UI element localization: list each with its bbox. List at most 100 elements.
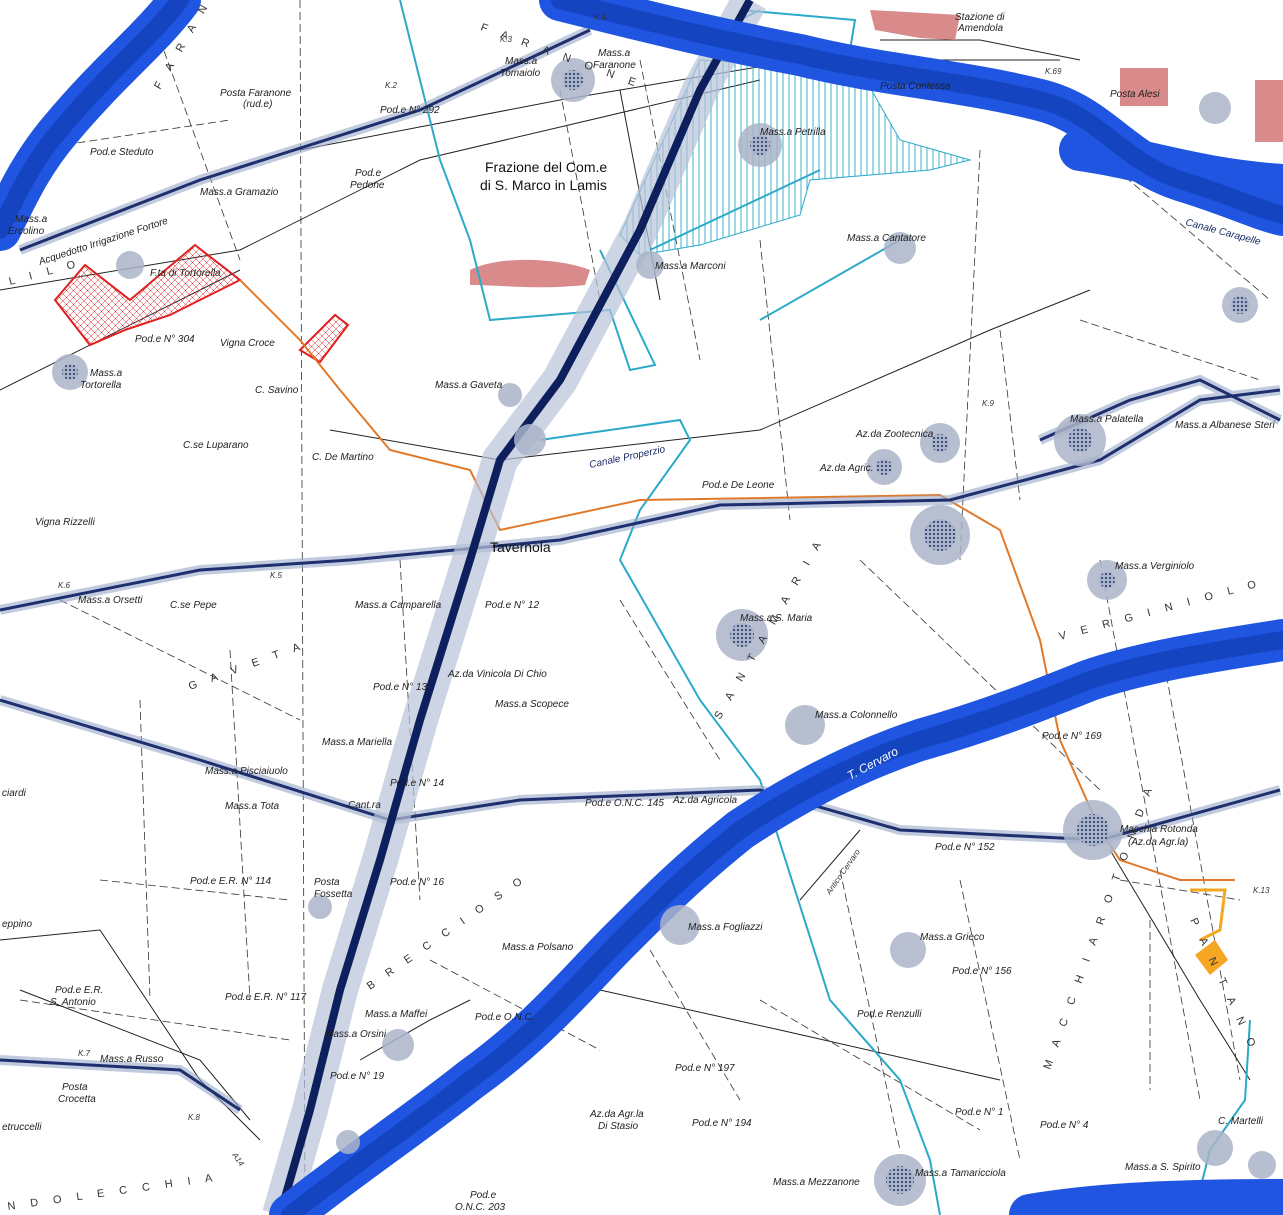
label-pod-16: Pod.e N° 16 (390, 877, 444, 888)
km-marker: K.9 (982, 399, 995, 408)
label-mass-colonnello: Mass.a Colonnello (815, 710, 898, 721)
label-mass-russo: Mass.a Russo (100, 1054, 164, 1065)
label-vigna-croce: Vigna Croce (220, 338, 275, 349)
motorway-a14 (262, 0, 766, 1215)
farm-buffer (890, 932, 926, 968)
label-pod-er-117: Pod.e E.R. N° 117 (225, 992, 307, 1003)
label-pod-onc-203-2: O.N.C. 203 (455, 1202, 505, 1213)
label-mass-gaveta: Mass.a Gaveta (435, 380, 503, 391)
label-petruccelli: etruccelli (2, 1122, 42, 1133)
km-marker: K.4 (594, 13, 607, 22)
label-mass-verginiolo: Mass.a Verginiolo (1115, 561, 1195, 572)
label-mass-mariella: Mass.a Mariella (322, 737, 392, 748)
label-pod-12: Pod.e N° 12 (485, 600, 539, 611)
farm-buffer (514, 424, 546, 456)
label-mass-orsini: Mass.a Orsini (325, 1029, 387, 1040)
label-az-agric-1: Az.da Agric. (819, 463, 874, 474)
pink-zone-east (1255, 80, 1283, 142)
cable-route-end (1190, 888, 1227, 942)
label-pod-156: Pod.e N° 156 (952, 966, 1012, 977)
label-pod-304: Pod.e N° 304 (135, 334, 195, 345)
label-pod-steduto: Pod.e Steduto (90, 147, 154, 158)
label-mass-s-spirito: Mass.a S. Spirito (1125, 1162, 1201, 1173)
label-az-agr-stasio-2: Di Stasio (598, 1121, 638, 1132)
label-mass-tomaiolo-1: Mass.a (505, 56, 538, 67)
label-pod-194: Pod.e N° 194 (692, 1118, 752, 1129)
label-mass-tamariccio: Mass.a Tamaricciola (915, 1168, 1006, 1179)
label-mass-fogliazzi: Mass.a Fogliazzi (688, 922, 763, 933)
farm-buffer (308, 895, 332, 919)
label-mass-faranone-2: Faranone (593, 60, 636, 71)
farm-buffer (884, 232, 916, 264)
pink-zone-alesi (1120, 68, 1168, 106)
label-c-pepe: C.se Pepe (170, 600, 217, 611)
pink-zone-marconi (470, 259, 590, 288)
label-stazione-1: Stazione di (955, 12, 1005, 23)
label-pod-onc-203-1: Pod.e (470, 1190, 497, 1201)
canal-properzio (0, 388, 1281, 612)
label-mass-mezzanone: Mass.a Mezzanone (773, 1177, 860, 1188)
label-vigna-rizzelli: Vigna Rizzelli (35, 517, 96, 528)
label-mass-s-maria: Mass.a S. Maria (740, 613, 813, 624)
label-frazione-2: di S. Marco in Lamis (480, 177, 607, 193)
label-c-luparano: C.se Luparano (183, 440, 249, 451)
label-pod-19: Pod.e N° 19 (330, 1071, 384, 1082)
label-mass-camparella: Mass.a Camparella (355, 600, 442, 611)
label-mass-scopece: Mass.a Scopece (495, 699, 569, 710)
label-mass-cantatore: Mass.a Cantatore (847, 233, 926, 244)
km-marker: K.13 (1253, 886, 1270, 895)
label-pod-1: Pod.e N° 1 (955, 1107, 1003, 1118)
label-posta-crocetta-1: Posta (62, 1082, 88, 1093)
label-mass-maffei: Mass.a Maffei (365, 1009, 428, 1020)
km-marker: K.7 (78, 1049, 91, 1058)
label-pod-er-santonio-1: Pod.e E.R. (55, 985, 103, 996)
label-mass-albanese: Mass.a Albanese Steri (1175, 420, 1275, 431)
label-ciardi: ciardi (2, 788, 27, 799)
km-marker: K.69 (1045, 67, 1062, 76)
label-mass-marconi: Mass.a Marconi (655, 261, 726, 272)
label-f-tortorella: F.ta di Tortorella (150, 268, 221, 279)
label-tavernola: Tavernola (490, 539, 551, 555)
km-markers: K.2 K.3 K.4 K.5 K.6 K.7 K.8 K.9 K.13 K.6… (58, 13, 1270, 1122)
label-mass-pisciaiuolo: Mass.a Pisciaiuolo (205, 766, 288, 777)
label-pod-er-santonio-2: S. Antonio (50, 997, 96, 1008)
farm-buffer (382, 1029, 414, 1061)
canal-southwest (0, 1058, 241, 1112)
label-mass-tortorella-2: Tortorella (80, 380, 122, 391)
label-mass-tomaiolo-2: Tomaiolo (500, 68, 541, 79)
label-frazione-1: Frazione del Com.e (485, 159, 607, 175)
label-az-agr-stasio-1: Az.da Agr.la (589, 1109, 644, 1120)
label-mass-ercolino-2: Ercolino (8, 226, 45, 237)
label-mass-orsetti: Mass.a Orsetti (78, 595, 143, 606)
label-mass-polsano: Mass.a Polsano (502, 942, 574, 953)
label-pod-er-114: Pod.e E.R. N° 114 (190, 876, 272, 887)
farm-buffer (1199, 92, 1231, 124)
label-pod-de-leone: Pod.e De Leone (702, 480, 775, 491)
label-pod-13: Pod.e N° 13 (373, 682, 427, 693)
canal-north (19, 28, 591, 252)
label-mass-petrilla: Mass.a Petrilla (760, 127, 826, 138)
label-mass-ercolino-1: Mass.a (15, 214, 48, 225)
label-az-vinicola: Az.da Vinicola Di Chio (447, 669, 547, 680)
label-eppino: eppino (2, 919, 32, 930)
label-pod-onc-145: Pod.e O.N.C. 145 (585, 798, 664, 809)
label-posta-fossetta-1: Posta (314, 877, 340, 888)
km-marker: K.8 (188, 1113, 201, 1122)
river-southeast (1009, 1179, 1283, 1215)
label-posta-faranone-2: (rud.e) (243, 99, 272, 110)
km-marker: K.6 (58, 581, 71, 590)
label-pod-pedone-1: Pod.e (355, 168, 382, 179)
label-az-agricola: Az.da Agricola (672, 795, 738, 806)
pink-zone-amendola (870, 10, 960, 40)
label-posta-alesi: Posta Alesi (1110, 89, 1160, 100)
label-mass-gramazio: Mass.a Gramazio (200, 187, 279, 198)
label-macchia-rotonda-2: (Az.da Agr.la) (1128, 837, 1188, 848)
farm-buffer (660, 905, 700, 945)
label-posta-contessa: Posta Contessa (880, 81, 951, 92)
label-c-martelli: C. Martelli (1218, 1116, 1264, 1127)
label-stazione-2: Amendola (957, 23, 1003, 34)
pink-zones (470, 10, 1283, 288)
label-pod-renzulli: Pod.e Renzulli (857, 1009, 922, 1020)
